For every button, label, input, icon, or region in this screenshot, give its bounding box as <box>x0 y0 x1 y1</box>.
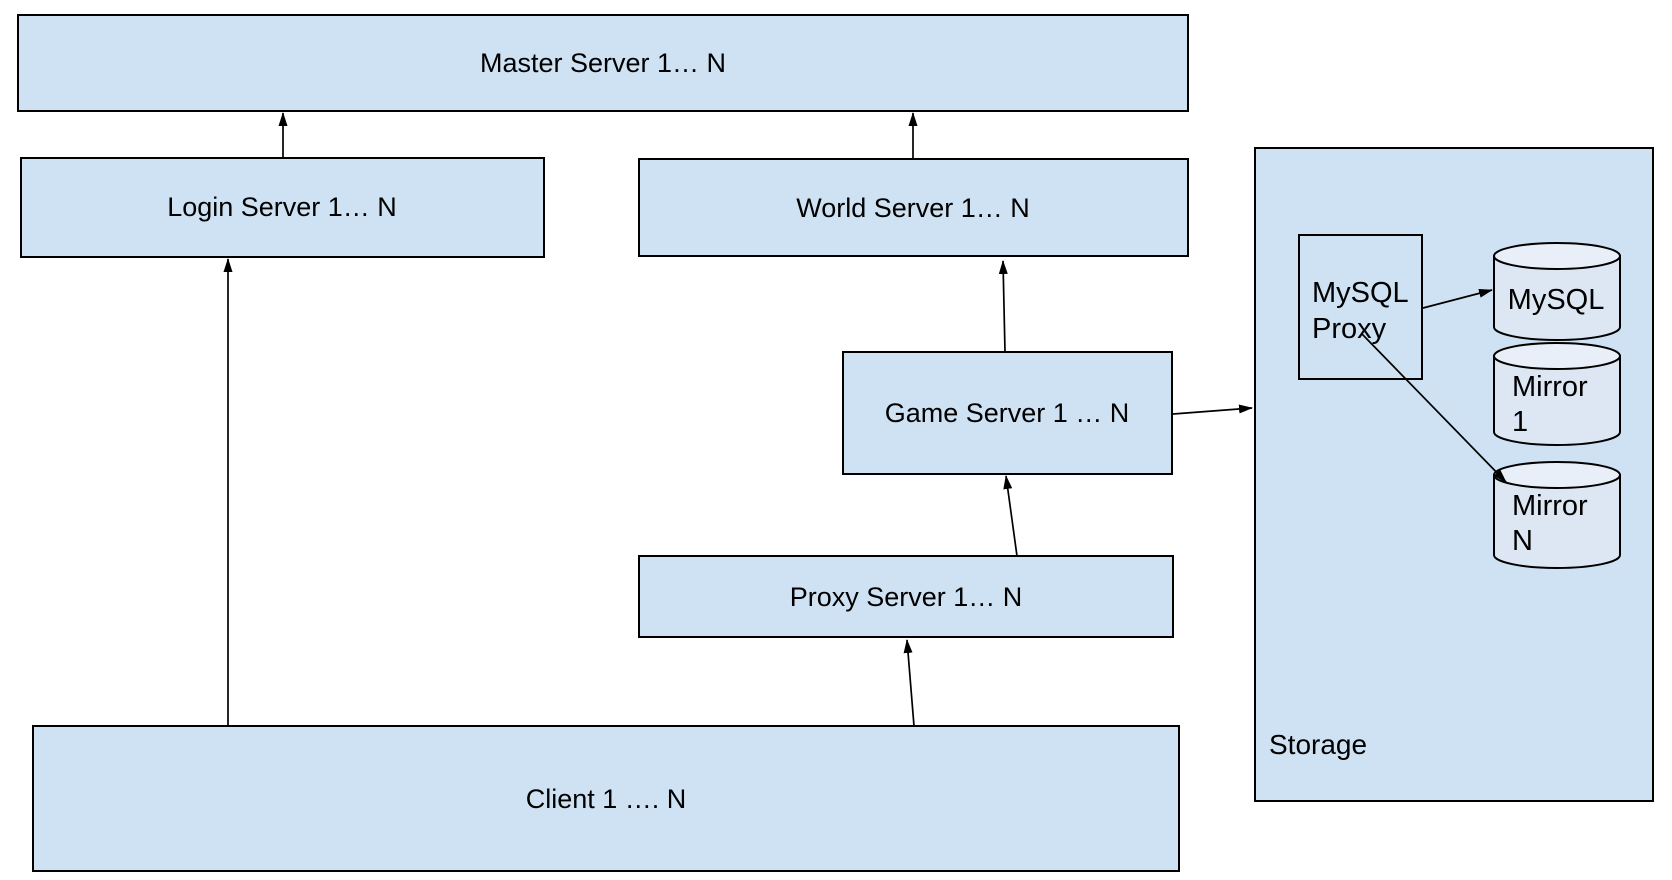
master-server-box <box>17 14 1189 112</box>
arrow-proxy-to-game <box>1003 475 1018 557</box>
proxy-server-box <box>638 555 1174 638</box>
arrow-game-to-world <box>998 260 1008 353</box>
login-server-label: Login Server 1… N <box>167 192 397 222</box>
proxy-server-label: Proxy Server 1… N <box>790 582 1023 612</box>
arrow-game-to-storage <box>1172 404 1253 415</box>
mysql-proxy-label-line2: Proxy <box>1312 313 1387 345</box>
mirror-1-cylinder-icon <box>1493 355 1621 446</box>
mirror-1-label-line1: Mirror <box>1512 371 1588 403</box>
storage-label: Storage <box>1269 729 1367 760</box>
world-server-label: World Server 1… N <box>796 193 1030 223</box>
mirror-1-label-line2: 1 <box>1512 406 1528 438</box>
mirror-n-label-line1: Mirror <box>1512 490 1588 522</box>
master-server-label: Master Server 1… N <box>480 48 726 78</box>
client-label: Client 1 …. N <box>526 784 687 814</box>
mysql-db-label: MySQL <box>1508 284 1605 316</box>
mirror-n-cylinder-top-icon <box>1493 461 1621 489</box>
game-server-box <box>842 351 1173 475</box>
arrow-client-to-proxy <box>903 639 915 727</box>
mysql-cylinder-icon <box>1493 255 1621 341</box>
mysql-cylinder-top-icon <box>1493 242 1621 270</box>
mirror-n-label-line2: N <box>1512 525 1533 557</box>
mysql-proxy-box <box>1298 234 1423 380</box>
world-server-box <box>638 158 1189 257</box>
mirror-n-cylinder-icon <box>1493 474 1621 569</box>
game-server-label: Game Server 1 … N <box>885 398 1130 428</box>
mysql-proxy-label-line1: MySQL <box>1312 277 1409 309</box>
mirror-1-cylinder-top-icon <box>1493 342 1621 370</box>
arrow-mysqlproxy-to-mysql <box>1422 288 1493 309</box>
client-box <box>32 725 1180 872</box>
arrow-mysqlproxy-to-mirror-n <box>1361 333 1507 483</box>
